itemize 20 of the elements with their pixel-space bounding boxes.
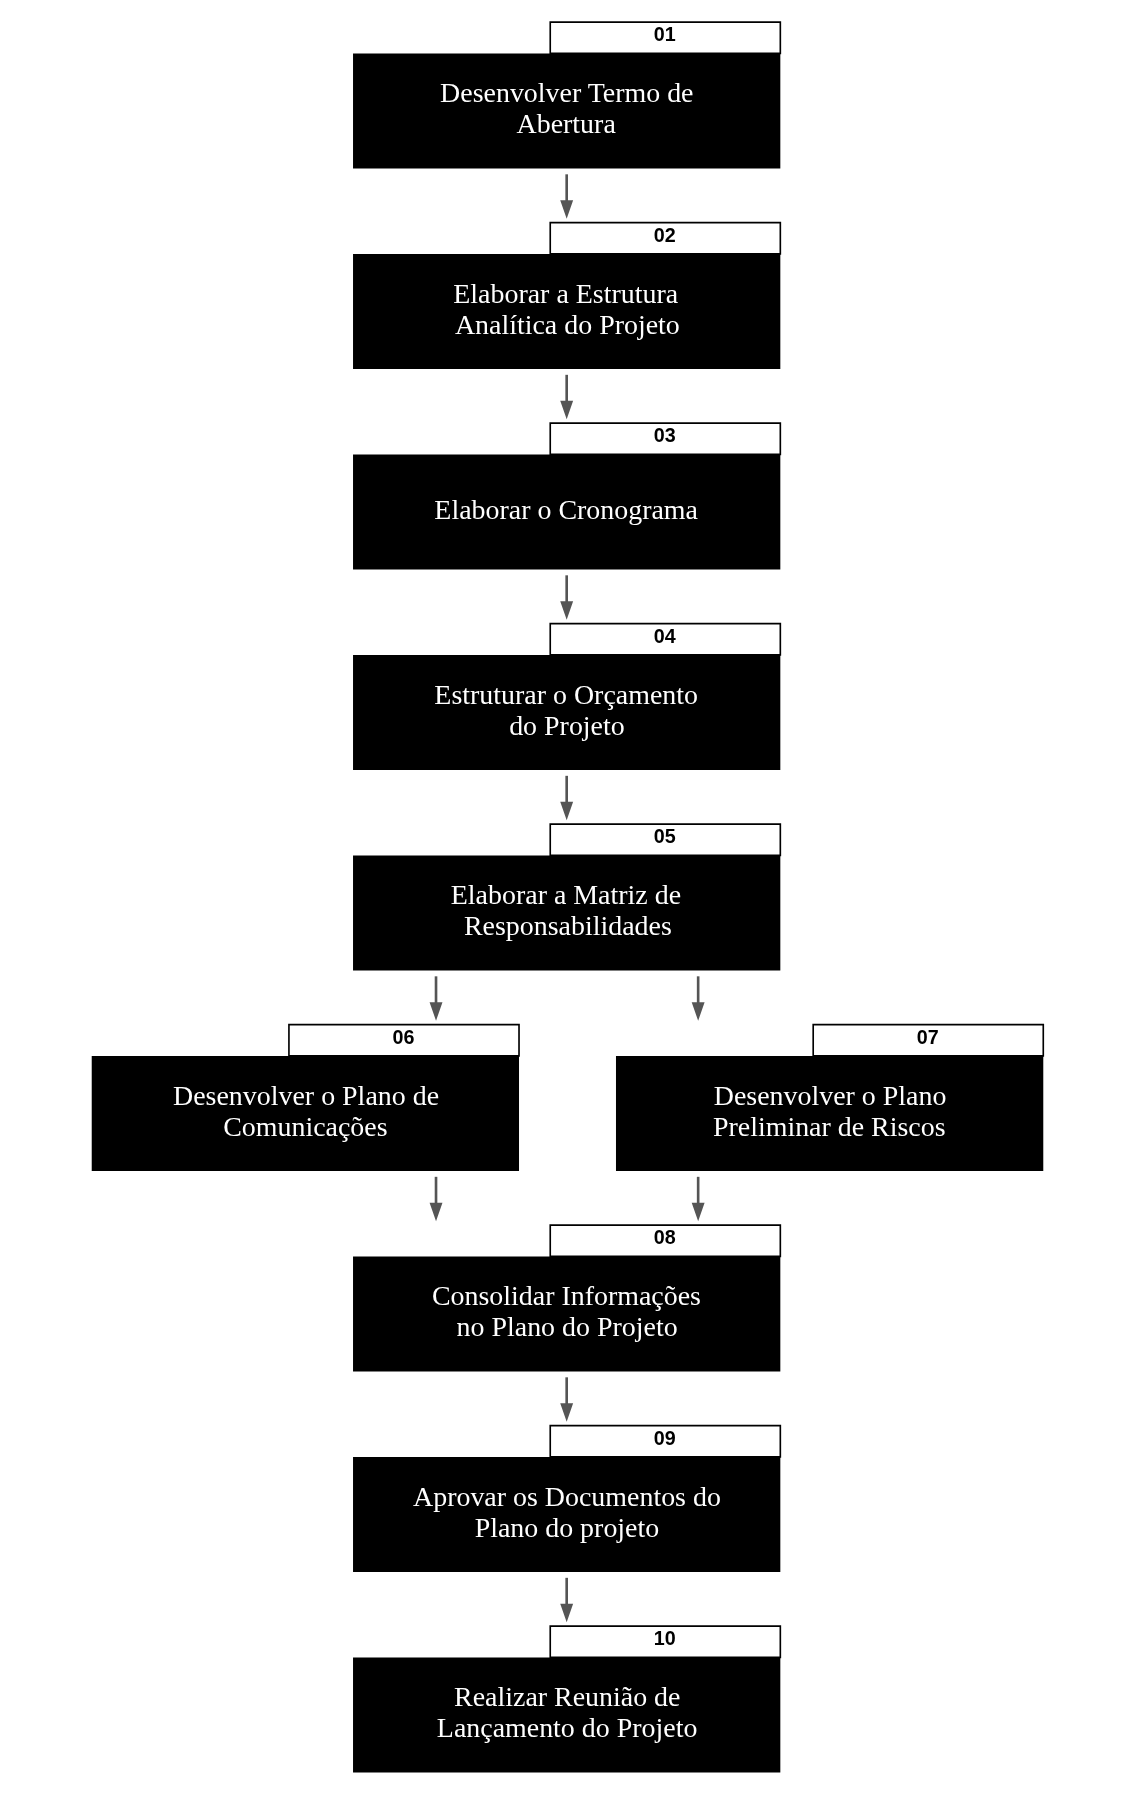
arrow xyxy=(691,976,705,1021)
node-label: 03 xyxy=(653,424,676,447)
node-label: 01 xyxy=(653,23,676,46)
arrow xyxy=(560,1377,574,1422)
node-label: 07 xyxy=(916,1025,939,1048)
arrow xyxy=(691,1176,705,1222)
arrow xyxy=(429,976,443,1021)
arrow xyxy=(560,1577,574,1623)
node-label: 09 xyxy=(653,1426,676,1449)
arrow xyxy=(429,1176,443,1222)
node-label: 10 xyxy=(653,1627,676,1650)
node-label: 04 xyxy=(653,624,676,647)
arrow xyxy=(560,174,574,219)
node-label: 06 xyxy=(392,1025,415,1048)
node-label: 05 xyxy=(653,825,676,848)
node-label: 02 xyxy=(653,223,676,246)
arrow xyxy=(560,575,574,620)
arrow xyxy=(560,775,574,821)
node-label: 08 xyxy=(653,1226,676,1249)
arrow xyxy=(560,374,574,420)
